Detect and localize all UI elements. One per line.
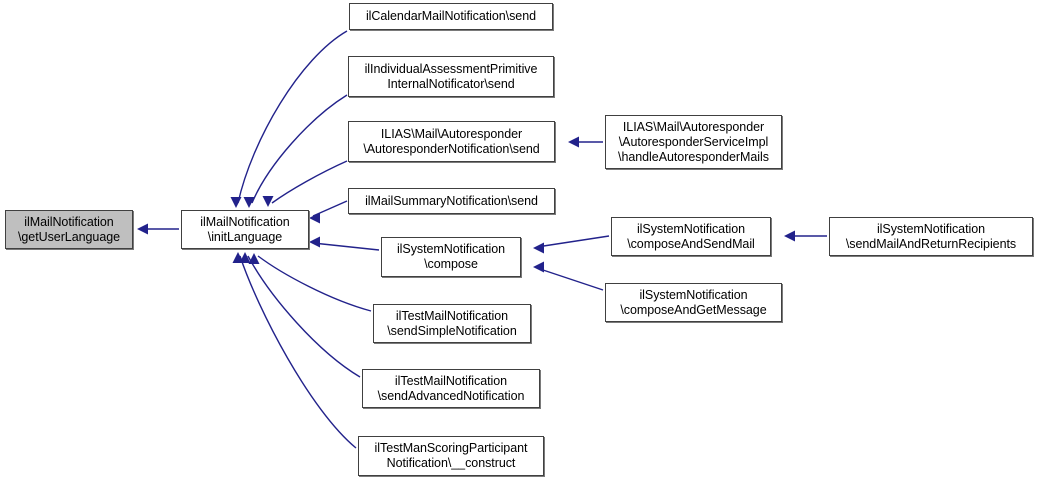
graph-node-label: ilMailSummaryNotification\send xyxy=(365,193,538,208)
graph-node-initLanguage[interactable]: ilMailNotification \initLanguage xyxy=(181,210,309,249)
graph-node-sendMailAndReturnRecipients[interactable]: ilSystemNotification \sendMailAndReturnR… xyxy=(829,217,1033,256)
graph-node-composeAndSendMail[interactable]: ilSystemNotification \composeAndSendMail xyxy=(611,217,771,256)
graph-node-label: ilSystemNotification \sendMailAndReturnR… xyxy=(845,221,1017,251)
graph-node-calendarSend[interactable]: ilCalendarMailNotification\send xyxy=(349,3,553,30)
graph-node-autoresponderServiceImpl[interactable]: ILIAS\Mail\Autoresponder \AutoresponderS… xyxy=(605,115,782,169)
graph-node-label: ilMailNotification \initLanguage xyxy=(200,214,290,244)
graph-node-label: ilSystemNotification \compose xyxy=(396,242,506,271)
graph-node-composeAndGetMessage[interactable]: ilSystemNotification \composeAndGetMessa… xyxy=(605,283,782,322)
graph-node-label: ilTestManScoringParticipant Notification… xyxy=(374,441,528,470)
graph-node-label: ILIAS\Mail\Autoresponder \AutoresponderS… xyxy=(618,119,769,164)
graph-node-label: ILIAS\Mail\Autoresponder \AutoresponderN… xyxy=(363,126,540,156)
graph-node-individualAssessmentSend[interactable]: ilIndividualAssessmentPrimitive Internal… xyxy=(348,56,554,97)
graph-node-label: ilSystemNotification \composeAndSendMail xyxy=(627,221,755,251)
graph-node-label: ilTestMailNotification \sendSimpleNotifi… xyxy=(387,308,517,338)
graph-node-testSendSimple[interactable]: ilTestMailNotification \sendSimpleNotifi… xyxy=(373,304,531,343)
graph-node-getUserLanguage[interactable]: ilMailNotification \getUserLanguage xyxy=(5,210,133,249)
graph-node-testManScoringConstruct[interactable]: ilTestManScoringParticipant Notification… xyxy=(358,436,544,476)
graph-node-mailSummarySend[interactable]: ilMailSummaryNotification\send xyxy=(348,188,555,214)
graph-node-systemCompose[interactable]: ilSystemNotification \compose xyxy=(381,237,521,277)
graph-node-label: ilTestMailNotification \sendAdvancedNoti… xyxy=(377,373,525,403)
graph-node-label: ilIndividualAssessmentPrimitive Internal… xyxy=(364,61,538,91)
graph-node-autoresponderNotificationSend[interactable]: ILIAS\Mail\Autoresponder \AutoresponderN… xyxy=(348,121,555,162)
graph-node-label: ilCalendarMailNotification\send xyxy=(365,9,537,23)
graph-node-label: ilMailNotification \getUserLanguage xyxy=(17,214,121,244)
graph-node-testSendAdvanced[interactable]: ilTestMailNotification \sendAdvancedNoti… xyxy=(362,369,540,408)
graph-node-label: ilSystemNotification \composeAndGetMessa… xyxy=(620,287,767,317)
